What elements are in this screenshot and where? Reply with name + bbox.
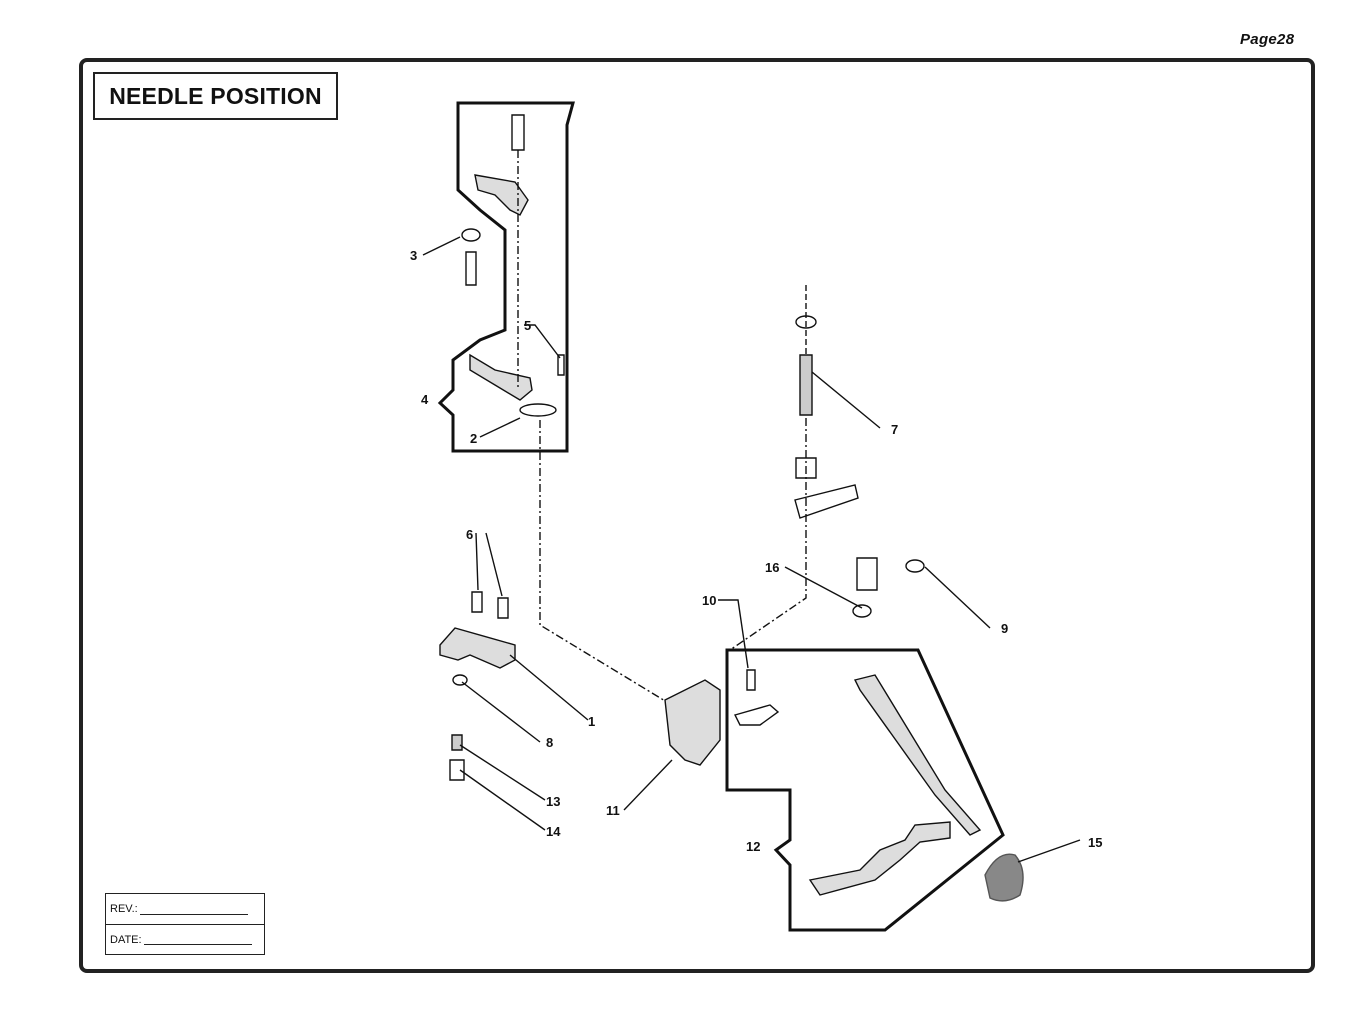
spring-7 (795, 457, 817, 479)
knob-15 (984, 853, 1024, 902)
callout-14: 14 (546, 824, 561, 839)
callout-10: 10 (702, 593, 716, 608)
arm-long (853, 674, 982, 836)
bracket-11 (664, 679, 721, 766)
clip-9 (905, 559, 925, 573)
pin-13 (451, 734, 463, 751)
screw-10 (746, 669, 756, 691)
spring-14 (449, 759, 465, 781)
date-label: DATE: (110, 933, 142, 946)
callout-2: 2 (470, 431, 477, 446)
callout-16: 16 (765, 560, 779, 575)
drawing-frame (79, 58, 1315, 973)
pin-9 (856, 557, 878, 591)
callout-5: 5 (524, 318, 531, 333)
callout-15: 15 (1088, 835, 1102, 850)
callout-1: 1 (588, 714, 595, 729)
subassembly-12-outline (725, 648, 1005, 932)
date-blank (143, 934, 252, 945)
callout-11: 11 (606, 803, 620, 818)
plate-7 (794, 484, 859, 519)
page-number: Page28 (1240, 31, 1295, 48)
washer-3 (461, 228, 481, 242)
revision-block: REV.: DATE: (105, 893, 265, 955)
screw-6a (471, 591, 483, 613)
washer-16 (852, 604, 872, 618)
rev-blank (139, 904, 248, 915)
plate-1 (439, 627, 516, 669)
screw-5 (557, 354, 565, 376)
callout-4: 4 (421, 392, 429, 407)
callout-13: 13 (546, 794, 560, 809)
bracket-lower (469, 353, 533, 401)
page-title: NEEDLE POSITION (93, 72, 338, 120)
lever-10 (733, 704, 780, 726)
link-2 (519, 403, 557, 417)
callout-9: 9 (1001, 621, 1008, 636)
callout-7: 7 (891, 422, 898, 437)
callout-3: 3 (410, 248, 417, 263)
callout-8: 8 (546, 735, 553, 750)
pin-top (511, 114, 525, 151)
subassembly-4-outline (437, 101, 575, 453)
callout-12: 12 (746, 839, 760, 854)
screw-stack-3 (465, 251, 477, 286)
screw-6b (497, 597, 509, 619)
shaft-7 (799, 354, 813, 416)
nut-7 (795, 315, 817, 329)
lever-upper (474, 174, 529, 216)
callout-6: 6 (466, 527, 473, 542)
rev-label: REV.: (110, 903, 138, 915)
link-lower (808, 821, 951, 896)
washer-8 (452, 674, 468, 686)
callout-labels: 1 2 3 4 5 6 7 8 9 10 11 12 13 14 15 16 (410, 248, 1102, 854)
